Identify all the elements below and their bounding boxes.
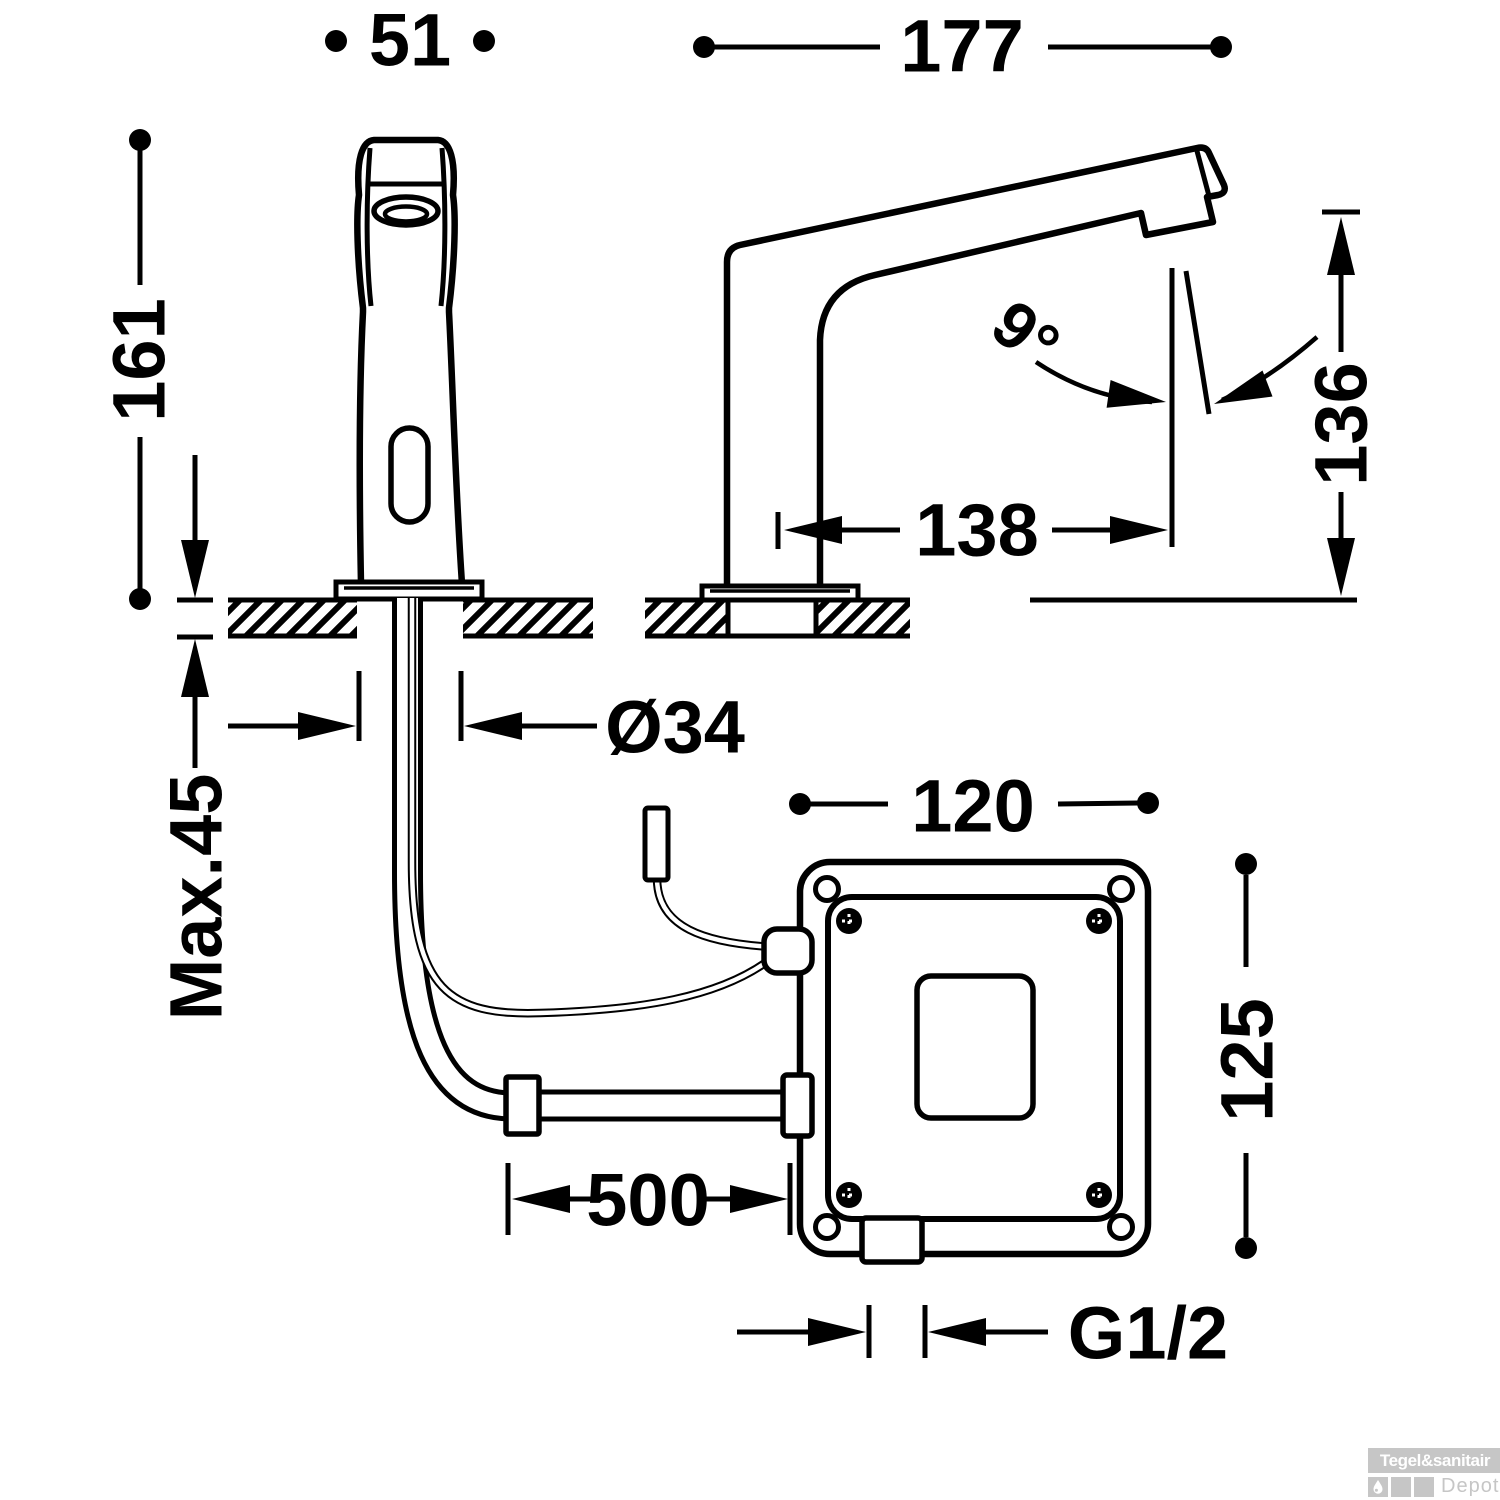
watermark-depot: Depot (1441, 1475, 1500, 1497)
dim-dot (325, 30, 347, 52)
dim-line (1057, 800, 1139, 807)
dim-spout-height: 136 (1300, 209, 1383, 596)
dim-dot (129, 129, 151, 151)
watermark-brand: Tegel&sanitair (1368, 1448, 1500, 1473)
faucet-side-view (699, 144, 1228, 603)
arrowhead (784, 516, 842, 544)
arrowhead (928, 1318, 986, 1346)
dim-177-label: 177 (900, 5, 1023, 88)
droplet-icon (1373, 1479, 1383, 1494)
dim-dot (1210, 36, 1232, 58)
box-cable-connector (761, 926, 815, 976)
watermark-row: Depot (1368, 1475, 1500, 1498)
stream-angled-line (1183, 270, 1212, 415)
faucet-front-head-inner-right (438, 147, 448, 307)
spout-end-cap-line (1194, 150, 1212, 197)
counter-side-section (645, 597, 1357, 639)
battery-cable-core (654, 877, 773, 950)
faucet-front-body-outline (354, 136, 466, 588)
screw-cross-marks (842, 914, 1106, 1202)
dim-dot (1235, 1237, 1257, 1259)
dim-161-label: 161 (98, 298, 181, 421)
box-corner-hole (1107, 875, 1135, 903)
arrowhead (1327, 538, 1355, 596)
watermark-square (1391, 1476, 1411, 1497)
dim-shank-diameter: Ø34 (228, 671, 745, 769)
watermark-droplet-square (1368, 1476, 1388, 1497)
dim-120-label: 120 (911, 765, 1034, 848)
box-screws (836, 908, 1112, 1208)
dim-side-length: 177 (693, 5, 1232, 88)
box-corner-hole (813, 1213, 841, 1241)
counter-hatch-left (228, 602, 357, 634)
counter-front-section (228, 597, 593, 639)
dim-d34-label: Ø34 (605, 686, 745, 769)
dim-125-label: 125 (1206, 998, 1289, 1121)
dim-dot (129, 588, 151, 610)
hose-core (397, 598, 513, 1117)
counter-hatch-side-left (645, 602, 728, 634)
dim-138-label: 138 (915, 489, 1038, 572)
dim-front-height: 161 (98, 129, 181, 610)
sensor-cable (407, 598, 775, 1018)
dim-dot (789, 793, 811, 815)
counter-hatch-side-right (816, 602, 910, 634)
arrowhead (181, 540, 209, 598)
counter-side-edges (645, 597, 910, 639)
dim-51-label: 51 (369, 0, 451, 82)
arrowhead (512, 1185, 570, 1213)
arrowhead (1110, 516, 1168, 544)
arrowhead (808, 1318, 866, 1346)
dim-dot (1235, 853, 1257, 875)
dim-counter-thickness: Max.45 (155, 455, 238, 1020)
box-pipe-connector (780, 1072, 815, 1139)
supply-pipe (539, 1089, 802, 1122)
watermark: Tegel&sanitair Depot (1368, 1448, 1500, 1498)
dim-max45-label: Max.45 (155, 774, 238, 1021)
dim-g12-label: G1/2 (1068, 1292, 1228, 1375)
dim-dot (473, 30, 495, 52)
arrowhead (464, 712, 522, 740)
arrowhead (181, 639, 209, 697)
dim-spout-reach: 138 (775, 489, 1168, 572)
box-bottom-connector (859, 1215, 925, 1265)
box-corner-hole (1107, 1213, 1135, 1241)
faucet-side-outline (723, 144, 1228, 594)
arrowhead (730, 1185, 788, 1213)
faucet-cable-core (409, 598, 774, 1016)
counter-hatch-right (463, 602, 593, 634)
arrowhead (1327, 217, 1355, 275)
dim-dot (1137, 792, 1159, 814)
arrowhead (1214, 370, 1273, 404)
dim-136-label: 136 (1300, 362, 1383, 485)
box-center-window (914, 973, 1036, 1121)
dim-thread-size: G1/2 (737, 1292, 1228, 1375)
dim-angle-label: 9° (978, 285, 1073, 382)
battery-connector (642, 805, 671, 883)
faucet-front-view (333, 136, 485, 602)
dim-hose-length: 500 (505, 1159, 793, 1242)
dim-box-height: 125 (1206, 853, 1289, 1259)
supply-hose (392, 598, 513, 1122)
inline-fitting (503, 1074, 542, 1137)
spout-mouth-inner (382, 204, 430, 224)
faucet-front-head-inner-left (364, 147, 374, 307)
dim-box-width: 120 (789, 765, 1159, 848)
dim-dot (693, 36, 715, 58)
sensor-window (388, 425, 431, 525)
box-corner-hole (813, 875, 841, 903)
faucet-cable-outer (407, 598, 775, 1018)
side-shank-lines (725, 600, 819, 636)
dim-500-label: 500 (586, 1159, 709, 1242)
arrowhead (1106, 380, 1166, 408)
control-box (761, 858, 1152, 1265)
counter-front-edges (228, 597, 593, 639)
faucet-front-flange (333, 579, 485, 602)
arrowhead (298, 712, 356, 740)
watermark-square (1414, 1476, 1434, 1497)
dim-front-width: 51 (325, 0, 495, 82)
